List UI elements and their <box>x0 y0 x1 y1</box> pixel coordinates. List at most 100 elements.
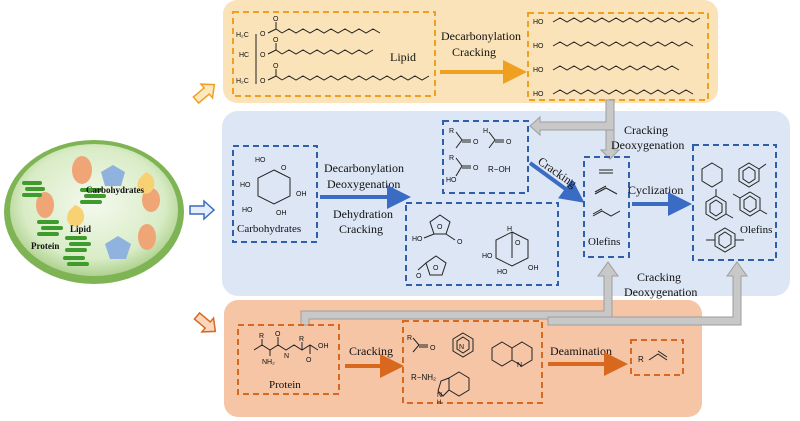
chem-oh-levo: OH <box>528 265 539 272</box>
protein-cracking-label: Cracking <box>349 344 393 358</box>
chem-ho-4: HO <box>533 91 544 98</box>
deamination-label: Deamination <box>550 344 612 358</box>
olefin-structures <box>592 169 621 217</box>
lipid-particle <box>67 205 85 227</box>
chem-h-1: H <box>483 128 488 135</box>
chem-r-oh: R−OH <box>488 165 511 174</box>
alkene-structure <box>648 350 668 361</box>
chem-ho-furan: HO <box>412 236 423 243</box>
protein-particle <box>36 192 54 218</box>
chem-ho-a: HO <box>255 157 266 164</box>
carbohydrate-input-label: Carbohydrates <box>237 223 301 235</box>
gray-arrow-lipid-to-olefins <box>599 129 621 160</box>
gray-arrow-lipid-to-oxygenates <box>529 99 615 137</box>
protein-particle <box>142 188 160 212</box>
chem-o-3: O <box>260 52 266 59</box>
cracking-deox-bottom-line1: Cracking <box>637 270 681 284</box>
chem-o-ring: O <box>281 165 287 172</box>
chem-r-alkene: R <box>638 355 644 364</box>
furan-structures <box>417 214 529 276</box>
protein-input-label: Protein <box>269 379 301 391</box>
dipeptide-structure <box>253 337 319 356</box>
fatty-acid-structures <box>552 17 701 95</box>
chem-r-aldehyde: R <box>407 335 412 342</box>
fiber-particle <box>22 181 106 266</box>
cyclization-label: Cyclization <box>628 183 683 197</box>
chem-hc: HC <box>239 52 249 59</box>
chem-ho-b: HO <box>240 182 251 189</box>
chem-ho-c: HO <box>242 207 253 214</box>
chem-o-6: O <box>273 63 279 70</box>
chem-n-indole: N <box>437 392 442 399</box>
chem-h2c-top: H₂C <box>236 32 249 39</box>
chem-ho-acid: HO <box>446 177 457 184</box>
chem-r-pep1: R <box>259 333 264 340</box>
chem-o-furan2b: O <box>416 273 422 280</box>
protein-particle <box>138 224 156 250</box>
lipid-input-box <box>232 11 436 97</box>
chem-o-ald1: O <box>473 139 479 146</box>
carbohydrate-input-box <box>232 145 318 243</box>
arrow-to-lipid <box>192 83 216 105</box>
chem-ho-2: HO <box>533 43 544 50</box>
protein-panel-bg <box>224 300 702 417</box>
chem-n-quinoline: N <box>517 362 522 369</box>
triglyceride-structure <box>255 22 430 84</box>
gray-arrow-protein-to-aromatics <box>547 261 748 326</box>
n-compound-structures <box>412 332 533 397</box>
carb-upper-process-line1: Decarbonylation <box>324 161 404 175</box>
olefins-mid-box <box>583 156 630 258</box>
chem-n-pep: N <box>284 353 289 360</box>
protein-input-box <box>237 324 340 395</box>
chem-o-pep2: O <box>306 357 312 364</box>
biomass-lipid-label: Lipid <box>70 224 91 234</box>
chem-nh2-pep: NH₂ <box>262 359 275 366</box>
carbohydrate-particle <box>105 236 131 259</box>
carb-lower-process-line2: Cracking <box>339 222 383 236</box>
chem-oh-a: OH <box>276 210 287 217</box>
n-compounds-box <box>402 320 543 404</box>
chem-o-ald3: O <box>473 165 479 172</box>
cracking-diagonal-arrow <box>528 161 585 203</box>
biomass-ellipse: Carbohydrates Lipid Protein <box>4 140 184 284</box>
glucose-ring <box>257 169 291 205</box>
chem-h2c-bottom: H₂C <box>236 78 249 85</box>
cracking-deox-top-line1: Cracking <box>624 123 668 137</box>
lipid-particle <box>137 172 155 194</box>
lipid-process-line2: Cracking <box>452 45 496 59</box>
chem-o-furan2: O <box>433 265 439 272</box>
chem-n-pyridine: N <box>459 344 464 351</box>
lipid-output-box <box>527 12 709 101</box>
arrow-to-protein <box>193 311 217 333</box>
lipid-input-label: Lipid <box>390 50 416 64</box>
chem-ho-3: HO <box>533 67 544 74</box>
chem-h-indole: H <box>437 400 441 406</box>
aromatic-structures <box>701 162 768 253</box>
arrow-to-carbohydrates <box>189 199 216 221</box>
chem-o-5: O <box>260 78 266 85</box>
chem-r-nh2: R−NH₂ <box>411 373 436 382</box>
chem-o-4: O <box>273 37 279 44</box>
protein-particle <box>72 156 92 184</box>
chem-o-furan1: O <box>437 224 443 231</box>
cracking-deox-bottom-line2: Deoxygenation <box>624 285 697 299</box>
oxygenate-structures <box>455 131 504 177</box>
carb-upper-process-line2: Deoxygenation <box>327 177 400 191</box>
chem-r-1: R <box>449 128 454 135</box>
aromatics-box <box>692 144 777 261</box>
chem-ho-levo1: HO <box>482 253 493 260</box>
chem-o-1: O <box>260 31 266 38</box>
chem-o-levo: O <box>515 240 521 247</box>
chem-ho-1: HO <box>533 19 544 26</box>
chem-h-levo: H <box>507 226 512 233</box>
chem-o-aldehyde: O <box>430 345 436 352</box>
chem-o-2: O <box>273 16 279 23</box>
alkene-box <box>630 339 684 376</box>
biomass-protein-label: Protein <box>31 241 59 251</box>
olefins-mid-label: Olefins <box>588 236 620 248</box>
oxygenates-box <box>442 120 529 194</box>
olefins-right-label: Olefins <box>740 224 772 236</box>
chem-ho-levo2: HO <box>497 269 508 276</box>
chem-r-pep2: R <box>299 336 304 343</box>
